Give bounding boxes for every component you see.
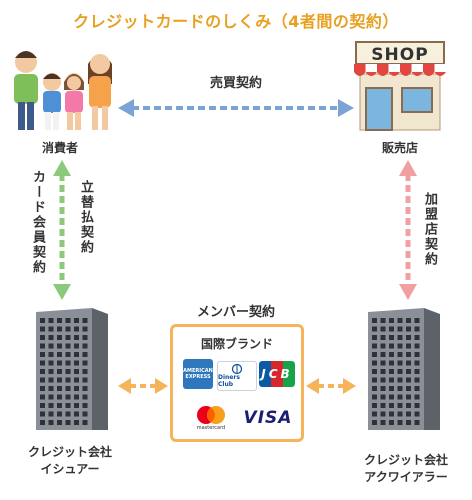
acquirer-label-line1: クレジット会社 — [363, 453, 448, 467]
amex-logo: AMERICAN EXPRESS — [183, 359, 213, 389]
sales-contract-label: 売買契約 — [209, 76, 262, 91]
shop-sign: SHOP — [371, 45, 429, 65]
issuer-label-line2: イシュアー — [40, 462, 100, 476]
international-brands-box: 国際ブランド AMERICAN EXPRESS Diners Club JCB … — [170, 324, 304, 442]
issuer-label-line1: クレジット会社 — [27, 445, 112, 459]
member-contract-label: メンバー契約 — [196, 305, 275, 320]
diagram-title: クレジットカードのしくみ（4者間の契約） — [73, 12, 399, 31]
card-member-contract-label: カード会員契約 — [30, 170, 45, 275]
jcb-logo: JCB — [259, 361, 295, 387]
card-member-arrow — [53, 160, 71, 300]
jcb-logo-text: JCB — [261, 367, 293, 381]
shop-label: 販売店 — [381, 141, 418, 155]
family-illustration — [14, 51, 112, 130]
amex-logo-text: AMERICAN EXPRESS — [183, 368, 213, 380]
advance-payment-contract-label: 立替払契約 — [78, 180, 93, 255]
issuer-building — [36, 308, 108, 430]
mastercard-logo-text: mastercard — [196, 425, 226, 431]
visa-logo: VISA — [243, 407, 293, 429]
acquirer-label-line2: アクワイアラー — [364, 470, 448, 484]
visa-logo-text: VISA — [243, 408, 293, 428]
brands-heading: 国際ブランド — [200, 337, 273, 351]
acquirer-member-arrow — [306, 378, 356, 394]
diners-club-icon — [231, 363, 243, 375]
mastercard-logo: mastercard — [191, 405, 231, 433]
issuer-member-arrow — [118, 378, 168, 394]
diners-club-logo-text: Diners Club — [218, 374, 240, 388]
consumer-label: 消費者 — [41, 141, 78, 155]
mastercard-circles-icon — [197, 406, 225, 424]
acquirer-building — [368, 308, 440, 430]
merchant-contract-label: 加盟店契約 — [422, 192, 437, 267]
sales-contract-arrow — [118, 99, 354, 117]
diners-club-logo: Diners Club — [217, 361, 257, 391]
merchant-contract-arrow — [399, 160, 417, 300]
shop-illustration — [354, 41, 446, 131]
